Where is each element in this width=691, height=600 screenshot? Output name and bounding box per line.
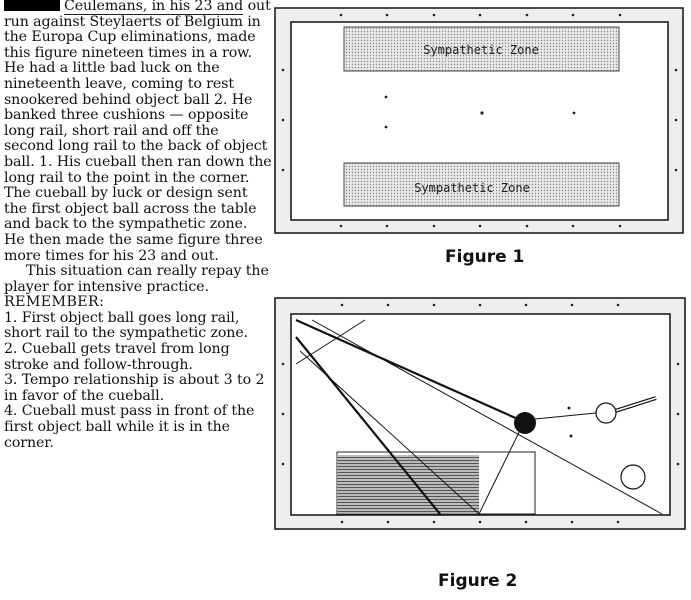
figure1-zone-top — [343, 26, 620, 72]
remember-heading: REMEMBER: — [4, 294, 105, 311]
figure2-cueball — [595, 402, 617, 424]
figure1-zone-bottom-label: Sympathetic Zone — [414, 181, 530, 195]
figure1-caption: Figure 1 — [445, 247, 524, 267]
article-paragraph-2: This situation can really repay the play… — [4, 263, 269, 295]
figure1-table: Sympathetic Zone Sympathetic Zone — [274, 7, 684, 234]
figure2-ball-paths — [295, 318, 663, 515]
figure2-second-object-ball — [620, 464, 646, 490]
figure2-caption: Figure 2 — [438, 571, 517, 591]
point-1: 1. First object ball goes long rail, sho… — [4, 309, 249, 342]
figure2-diamonds — [281, 303, 680, 524]
figure2-table — [274, 297, 686, 530]
point-2: 2. Cueball gets travel from long stroke … — [4, 341, 230, 373]
figure1-zone-top-label: Sympathetic Zone — [423, 43, 539, 57]
point-3: 3. Tempo relationship is about 3 to 2 in… — [4, 372, 265, 404]
figure2-spots — [567, 406, 573, 438]
figure1-spots — [384, 95, 576, 129]
figure1-zone-bottom — [343, 162, 620, 207]
article-text: Ceulemans, in his 23 and out run against… — [4, 0, 272, 451]
figure2-cue-stick — [611, 396, 657, 414]
figure1-diamonds — [281, 13, 678, 228]
point-4: 4. Cueball must pass in front of the fir… — [4, 403, 255, 451]
figure2-object-ball — [514, 412, 536, 434]
article-paragraph-1: Ceulemans, in his 23 and out run against… — [4, 0, 272, 264]
article-first-line: Ceulemans, in his 23 and — [64, 0, 244, 15]
redacted-name — [4, 0, 60, 11]
article-paragraph-1-body: out run against Steylaerts of Belgium in… — [4, 0, 272, 264]
figure2-zone-shaded — [337, 455, 479, 513]
